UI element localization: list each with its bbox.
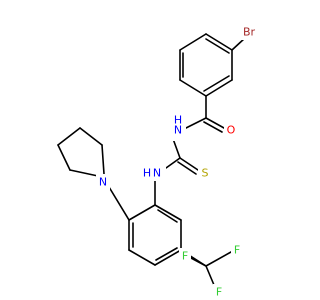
atom-label-amine-hydrogen: H [143,167,151,180]
atom-label-oxygen: O [227,124,236,137]
atom-bg-s [198,165,212,181]
bond-r7i [157,209,178,223]
bond-cn1 [185,117,207,129]
atom-bg-o [224,122,238,138]
bond-r5i [155,247,178,261]
bond-p1 [69,169,99,177]
bond-cn3 [108,186,130,221]
atom-bg-n-pyrrolidine [96,174,110,190]
atom-label-fluorine-2: F [182,250,188,263]
bond-r5 [154,249,182,266]
bond-p4 [79,127,103,146]
bond-r4 [128,249,156,266]
bond-b5 [179,33,207,51]
bond-b6 [205,33,233,51]
bond-r7 [154,204,182,221]
bond-r2 [128,204,156,221]
bond-p2 [57,144,71,171]
bond-layer [57,33,246,286]
atom-label-fluorine-3: F [216,286,222,299]
atom-label-pyrrolidine-nitrogen: N [99,176,107,189]
atom-bg-br [239,24,259,40]
bond-co1 [205,117,225,129]
bond-cn2 [165,157,181,169]
atom-label-bromine: Br [243,26,256,39]
bond-cs2 [177,161,197,175]
atom-label-amide-hydrogen: H [174,114,182,127]
atom-bg-f1 [231,242,243,258]
bond-b2i [203,75,230,92]
bond-f3b [205,265,215,286]
atom-bg-f2 [179,248,191,264]
bond-b5i [205,38,230,54]
bond-p5 [101,144,105,175]
atom-label-amine-nitrogen: N [153,167,161,180]
atom-bg-n-amide [170,117,186,141]
bond-p3 [57,127,81,146]
atom-label-layer: Br O N H S H N N F F F [96,24,259,300]
bond-co2 [203,121,223,133]
bond-b3 [179,79,207,97]
atom-bg-f3 [213,284,225,300]
bond-f1b [205,251,232,267]
bond-cs1 [179,157,199,171]
atom-label-fluorine-1: F [234,244,240,257]
atom-bg-n-amine [143,165,166,181]
atom-label-amide-nitrogen: N [174,124,182,137]
molecule-structure-diagram: Br O N H S H N N F F F [57,24,259,300]
atom-label-sulfur: S [202,167,209,180]
bond-b2 [205,79,233,97]
bond-f2b [190,257,207,267]
